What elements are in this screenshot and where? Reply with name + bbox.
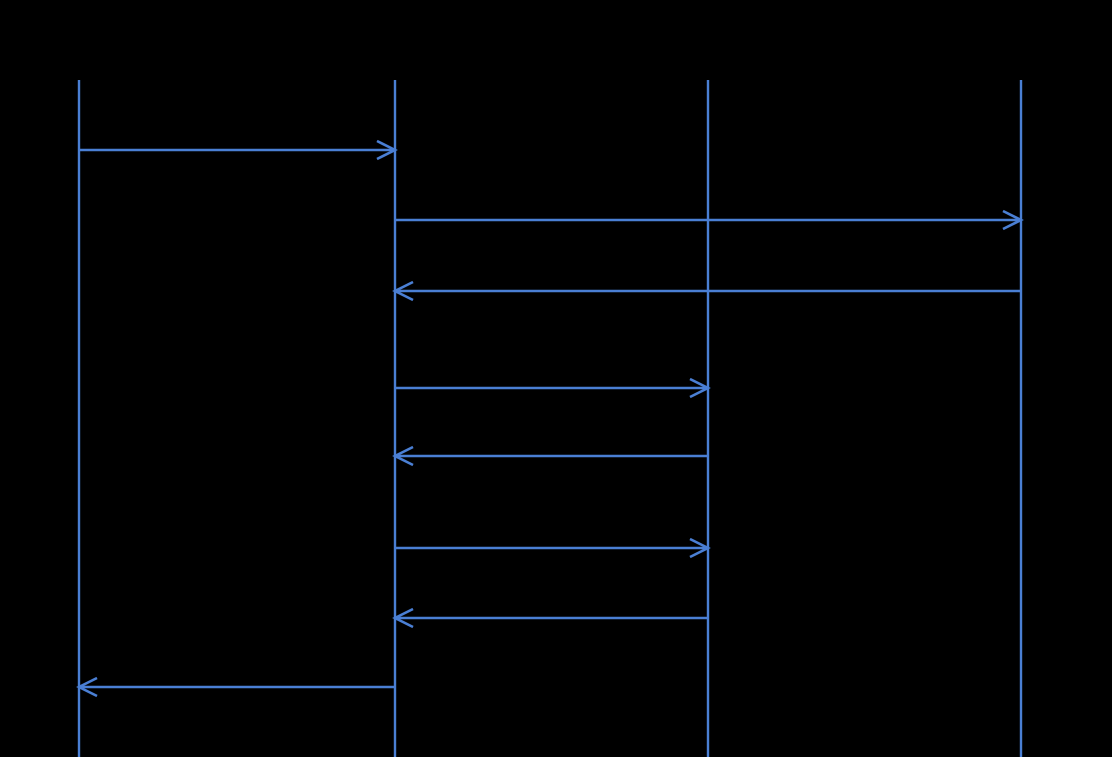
message-4 [395,377,711,399]
message-7 [392,607,708,629]
message-8 [76,676,395,698]
message-3 [392,280,1021,302]
messages-group [76,139,1024,698]
message-5-arrowhead-icon [392,445,414,467]
message-3-arrowhead-icon [392,280,414,302]
message-6 [395,537,711,559]
lifelines-group [77,80,1023,757]
message-1-arrowhead-icon [376,139,398,161]
message-7-arrowhead-icon [392,607,414,629]
message-4-arrowhead-icon [689,377,711,399]
message-5 [392,445,708,467]
message-8-arrowhead-icon [76,676,98,698]
message-2 [395,209,1024,231]
message-2-arrowhead-icon [1002,209,1024,231]
message-1 [79,139,398,161]
message-6-arrowhead-icon [689,537,711,559]
